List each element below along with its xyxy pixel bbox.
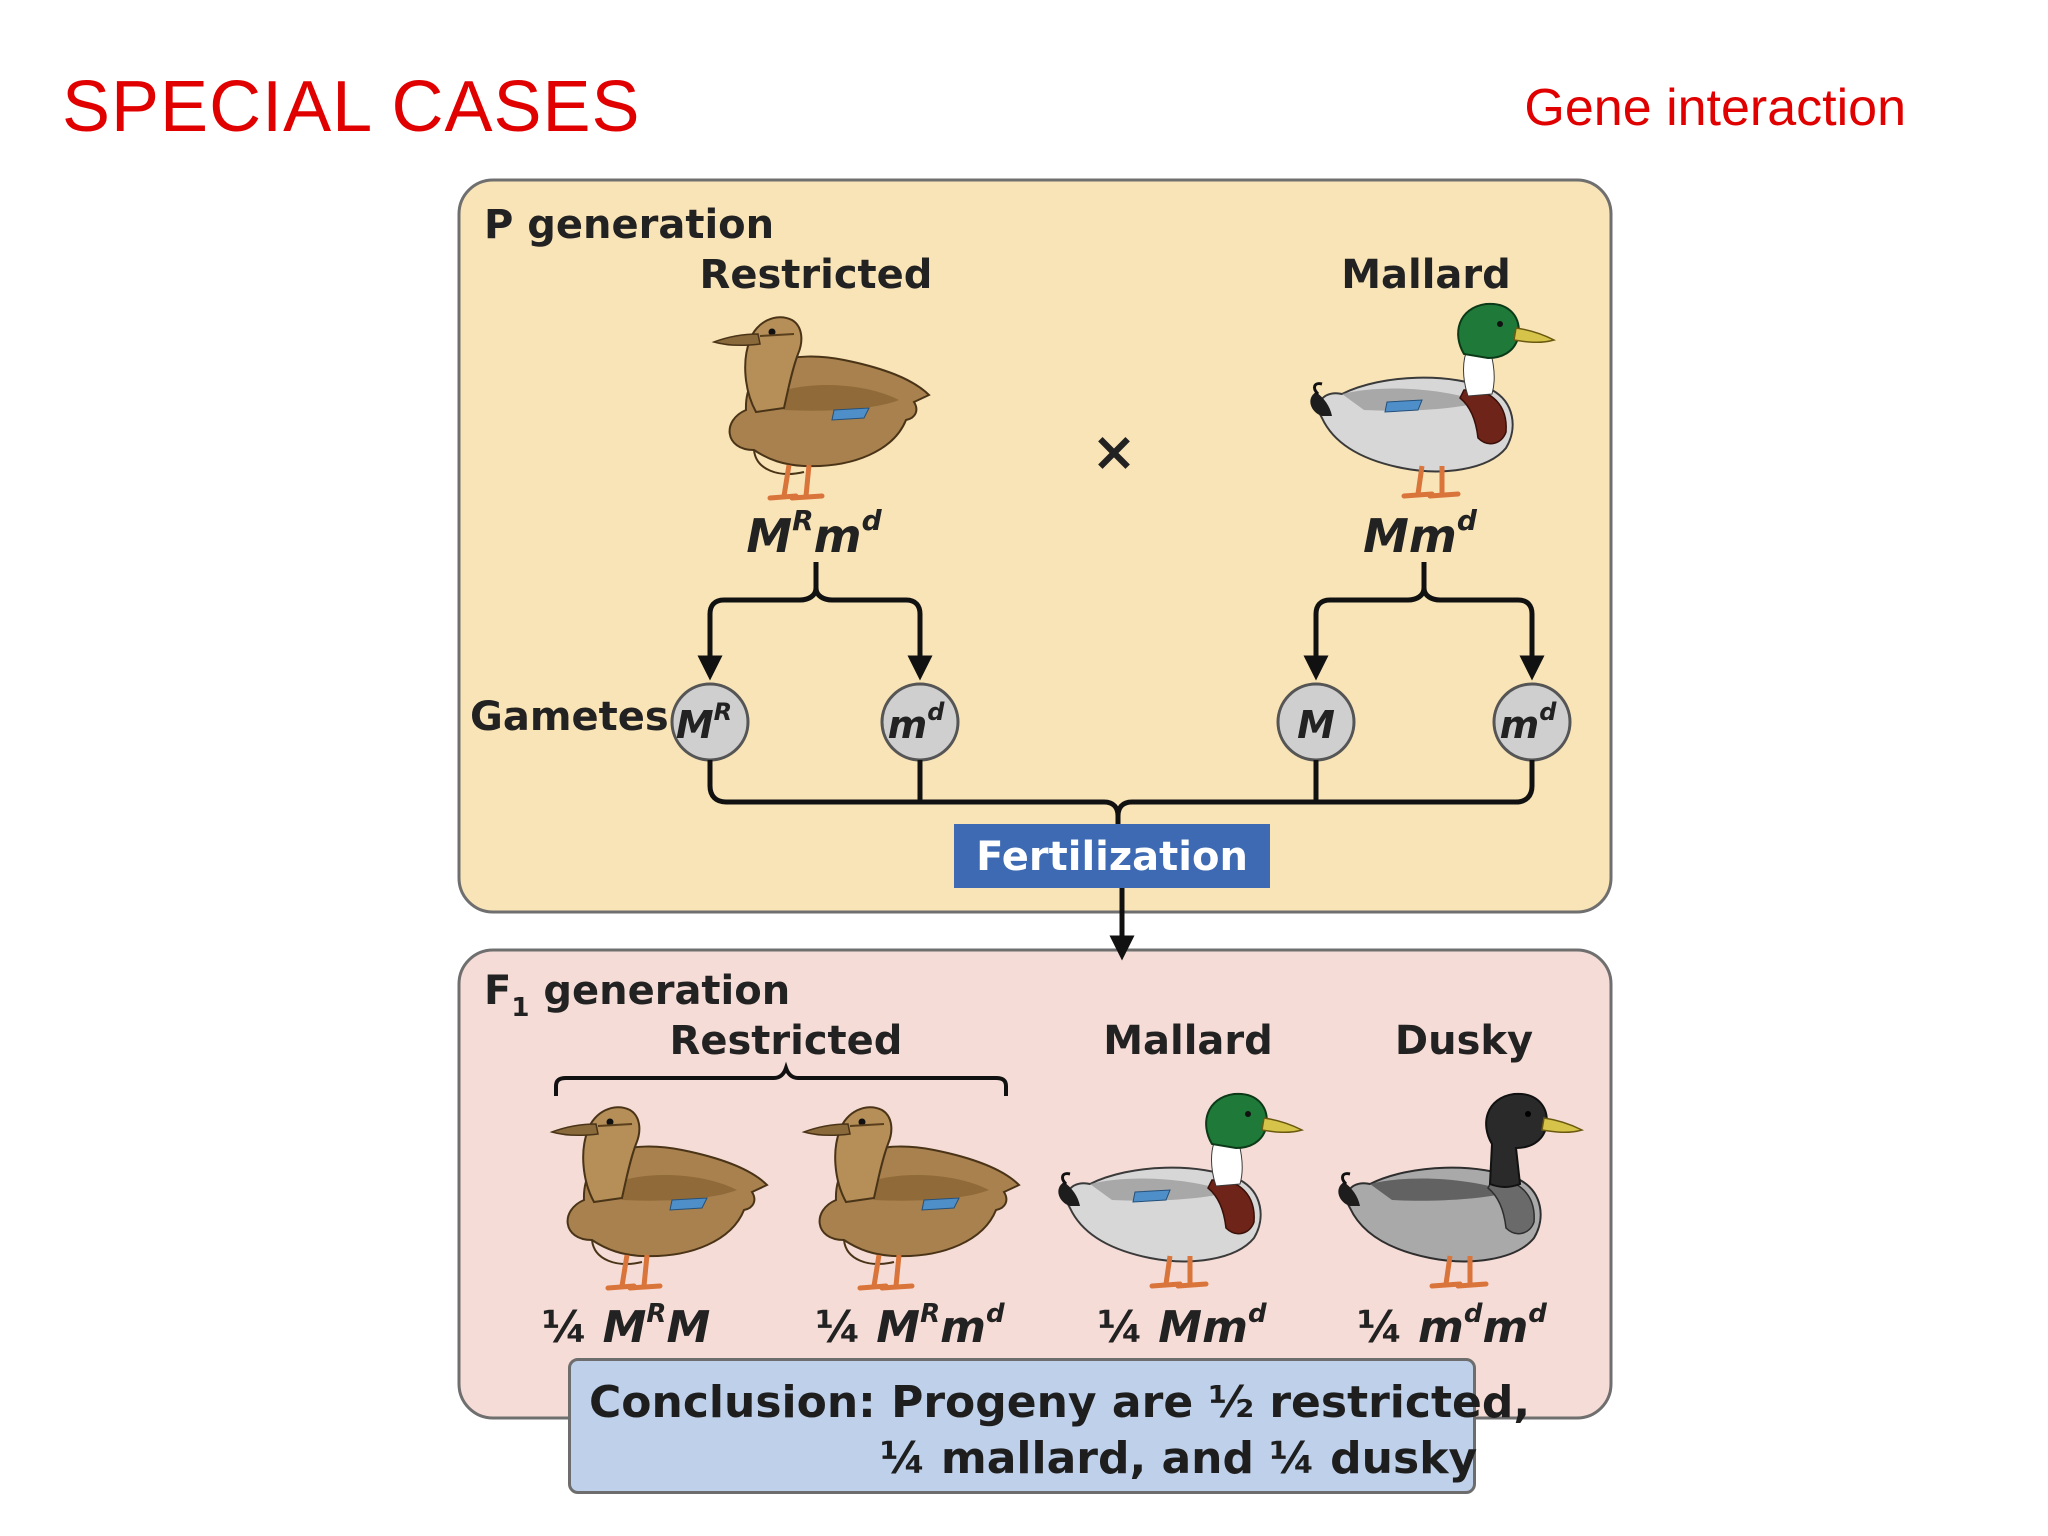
restricted-brace — [554, 1061, 1008, 1096]
conclusion-text-2: ¼ mallard, and ¼ dusky — [880, 1433, 1478, 1484]
parent-1-genotype: MRmd — [746, 504, 882, 563]
slide-title: SPECIAL CASES — [62, 67, 641, 147]
svg-text:MR: MR — [676, 698, 732, 747]
progeny-1-genotype: ¼ MRM — [542, 1299, 711, 1353]
gamete-2: md — [880, 682, 960, 762]
svg-text:md: md — [888, 698, 946, 747]
parent-1-phenotype: Restricted — [700, 252, 933, 298]
gametes-label: Gametes — [470, 694, 669, 740]
progeny-2-genotype: ¼ MRmd — [815, 1299, 1005, 1353]
cross-symbol: × — [1091, 420, 1136, 483]
f1-restricted-label: Restricted — [670, 1018, 903, 1064]
fertilization-merge-lines — [707, 760, 1535, 824]
parent-2-phenotype: Mallard — [1341, 252, 1511, 298]
svg-text:M: M — [1297, 703, 1335, 747]
slide-subtitle: Gene interaction — [1524, 79, 1906, 137]
progeny-3-genotype: ¼ Mmd — [1097, 1299, 1267, 1353]
conclusion-line-1: Conclusion: Progeny are ½ restricted, — [589, 1375, 1530, 1431]
conclusion-box: Conclusion: Progeny are ½ restricted, ¼ … — [568, 1358, 1530, 1494]
conclusion-label: Conclusion: — [589, 1377, 876, 1428]
f1-dusky-label: Dusky — [1395, 1018, 1533, 1064]
conclusion-text-1: Progeny are ½ restricted, — [891, 1377, 1531, 1428]
f1-generation-label: F1 generation — [484, 968, 790, 1023]
p-generation-label: P generation — [484, 202, 774, 248]
f1-mallard-label: Mallard — [1103, 1018, 1273, 1064]
parent-1-branch — [697, 562, 933, 681]
svg-text:md: md — [1500, 698, 1558, 747]
progeny-4-genotype: ¼ mdmd — [1357, 1299, 1547, 1353]
fertilization-box — [954, 824, 1270, 888]
gamete-4: md — [1492, 682, 1572, 762]
parent-2-genotype: Mmd — [1363, 504, 1478, 563]
gamete-3: M — [1276, 682, 1356, 762]
parent-2-branch — [1303, 562, 1545, 681]
gamete-1: MR — [670, 682, 750, 762]
fertilization-label: Fertilization — [976, 834, 1248, 880]
